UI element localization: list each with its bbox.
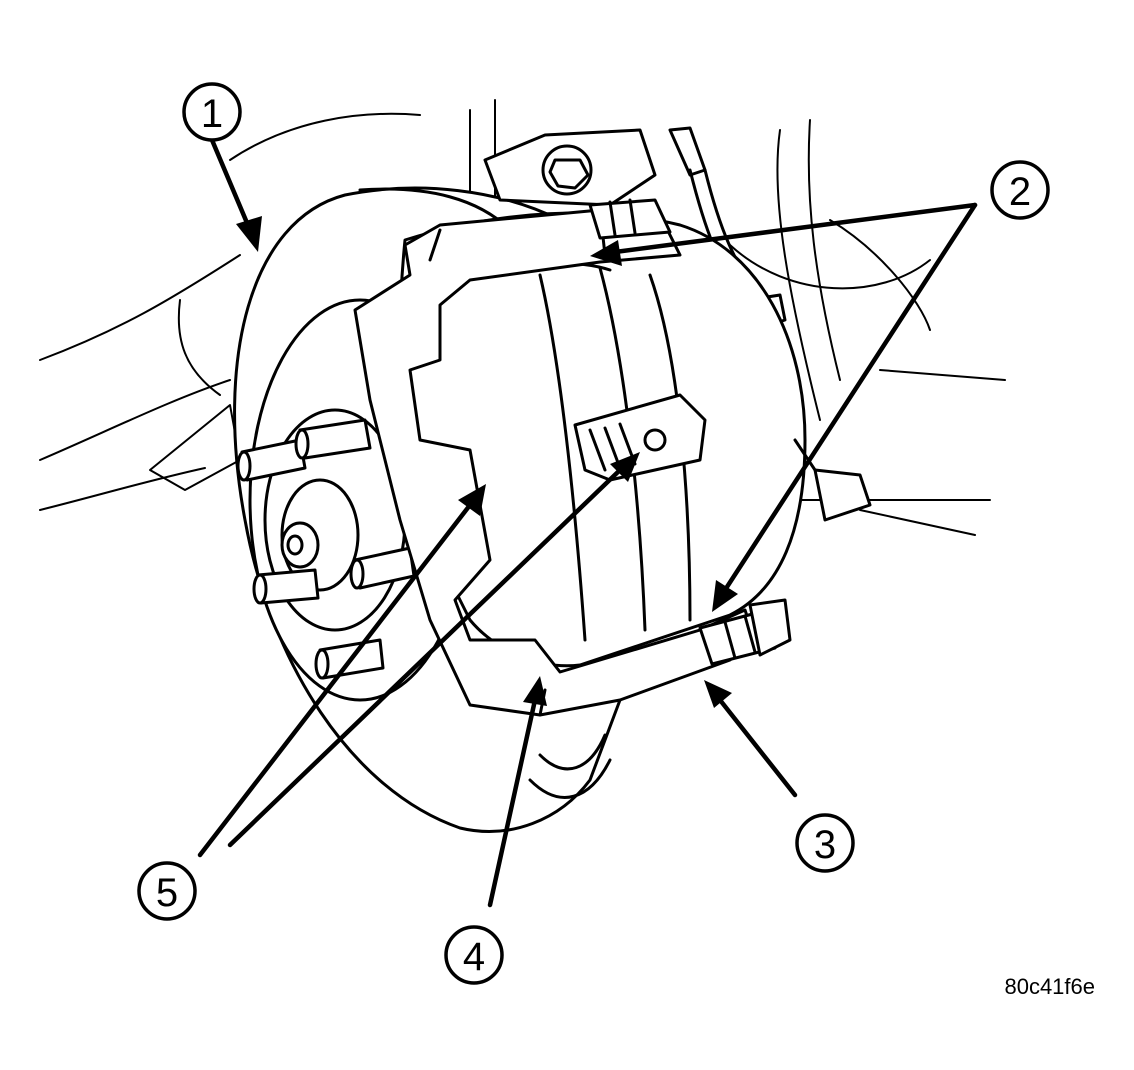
callout-2: 2	[990, 160, 1050, 220]
leader-2b	[722, 202, 978, 593]
arrowhead-1	[236, 216, 262, 252]
arrowhead-4a	[523, 676, 547, 706]
arrowhead-2b	[712, 580, 738, 612]
leader-1	[209, 137, 253, 233]
arrowhead-2a	[590, 240, 622, 266]
callout-1-label: 1	[201, 92, 223, 136]
steering-knuckle	[793, 438, 872, 522]
callout-4: 4	[444, 925, 504, 985]
guide-pins	[588, 198, 792, 666]
callout-1: 1	[182, 82, 242, 142]
callout-4-label: 4	[463, 935, 485, 979]
leader-4b	[227, 467, 623, 848]
leader-3	[717, 697, 798, 798]
callout-3-label: 3	[814, 823, 836, 867]
leader-2a	[612, 202, 978, 255]
callout-5-label: 5	[156, 871, 178, 915]
figure-id: 80c41f6e	[1004, 974, 1095, 999]
leader-5a	[197, 502, 473, 858]
wheel-studs	[236, 418, 416, 680]
arrowhead-3	[704, 680, 732, 708]
callout-3: 3	[795, 813, 855, 873]
leader-4a	[487, 697, 538, 908]
background-body-lines	[39, 99, 1006, 536]
leader-lines	[197, 137, 978, 908]
arrowhead-5a	[458, 484, 486, 516]
caliper-adapter	[483, 128, 657, 207]
callout-2-label: 2	[1009, 170, 1031, 214]
callout-5: 5	[137, 861, 197, 921]
arrowhead-4b	[610, 452, 640, 482]
